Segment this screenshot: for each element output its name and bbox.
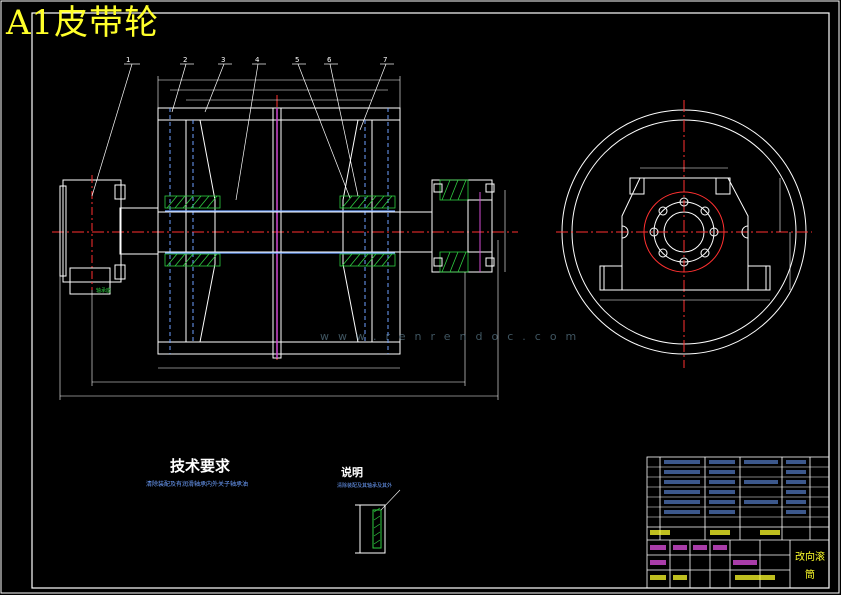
part-number-1: 1	[126, 56, 130, 64]
front-view: 轴承座	[52, 63, 518, 400]
sheet-title: A1皮带轮	[6, 3, 160, 43]
title-block	[646, 456, 830, 589]
description-title: 说明	[341, 466, 363, 479]
watermark-text: www.renrendoc.com	[320, 330, 586, 343]
svg-text:轴承座: 轴承座	[96, 287, 111, 294]
side-view	[556, 100, 812, 368]
description-note: 清除装配及其轴承及其外	[337, 483, 393, 489]
drawing-name: 改向滚筒	[795, 552, 825, 581]
tech-requirements-title: 技术要求	[170, 457, 231, 475]
part-number-2: 2	[183, 56, 187, 64]
part-number-labels: 1 2 3 4 5 6 7	[126, 56, 387, 64]
seal-detail	[355, 489, 401, 554]
drum-shell-top	[157, 107, 401, 121]
part-number-6: 6	[327, 56, 332, 64]
part-number-3: 3	[221, 56, 225, 64]
drum-shell-bottom	[157, 341, 401, 355]
part-number-7: 7	[383, 56, 387, 64]
inner-frame	[31, 12, 830, 589]
part-number-4: 4	[255, 56, 260, 64]
tech-requirements-note: 清除装配及有润滑轴承内外关子轴承油	[146, 481, 249, 488]
part-number-5: 5	[295, 56, 299, 64]
